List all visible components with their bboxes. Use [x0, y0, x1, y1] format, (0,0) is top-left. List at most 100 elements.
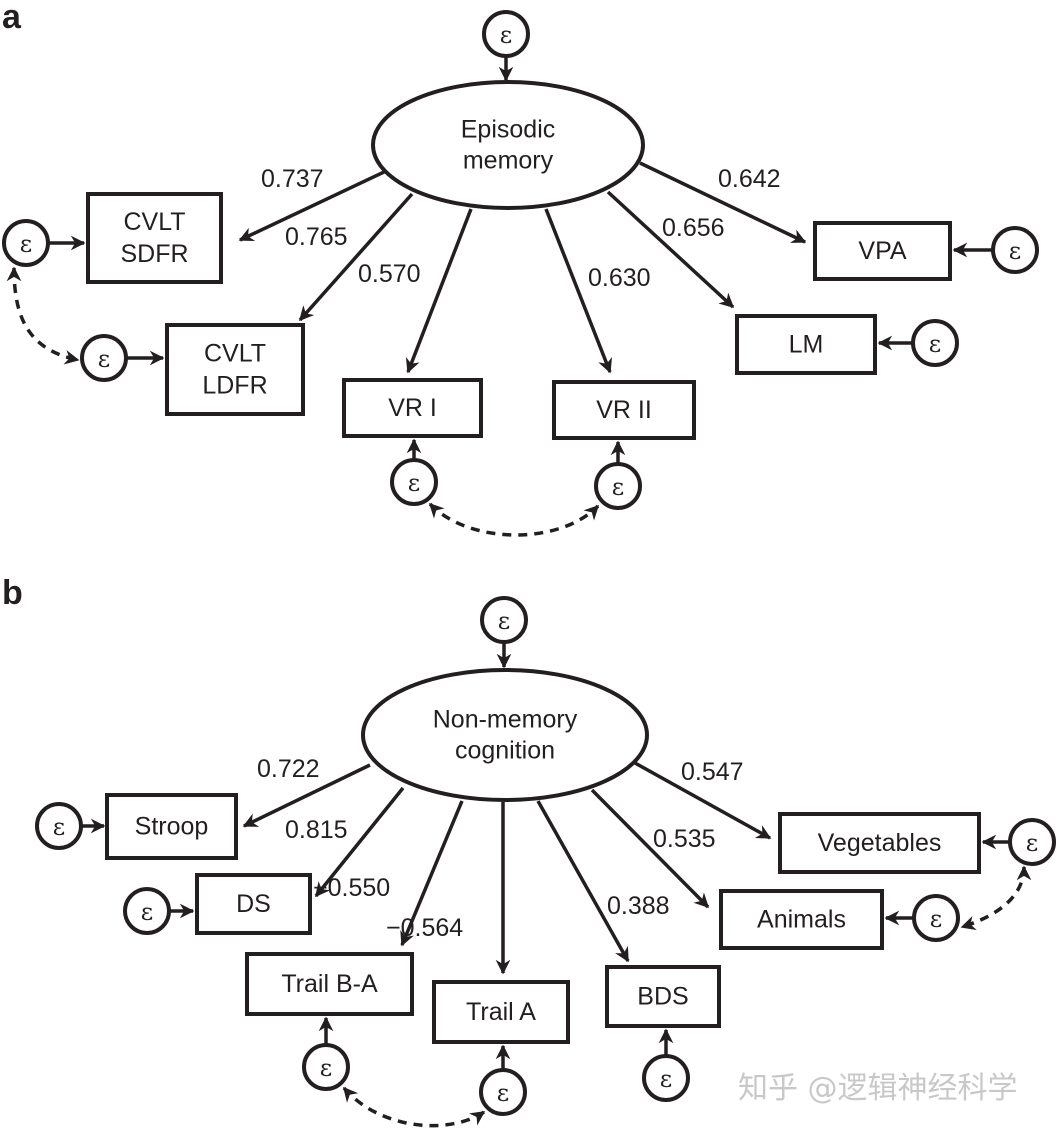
covariance-cvlt-sdfr-ldfr [6, 266, 80, 365]
loading-lm: 0.656 [662, 214, 725, 242]
error-circle [302, 1043, 350, 1091]
indicator-label: VR II [596, 396, 652, 424]
error-vr-i: ε [390, 458, 438, 506]
indicator-box [778, 812, 981, 874]
error-circle [912, 894, 960, 942]
loading-cvlt-sdfr: 0.737 [261, 165, 324, 193]
epsilon-symbol: ε [20, 230, 32, 258]
indicator-label: CVLT [123, 208, 185, 236]
path-stroop [242, 763, 371, 828]
indicator-label: SDFR [120, 240, 188, 268]
box-vpa: VPA [813, 221, 952, 281]
watermark: 知乎 @逻辑神经科学 [738, 1071, 1018, 1106]
loading-vr-i: 0.570 [358, 260, 421, 288]
error-bds: ε [642, 1054, 690, 1102]
error-circle [2, 219, 50, 267]
path-cvlt-ldfr [298, 192, 414, 322]
epsilon-symbol: ε [929, 330, 941, 358]
box-cvlt-sdfr: CVLT SDFR [86, 192, 223, 284]
loading-vr-ii: 0.630 [588, 264, 651, 292]
box-animals: Animals [719, 889, 884, 950]
loading-bds: 0.388 [607, 892, 670, 920]
covariance-vr-i-vr-ii [428, 502, 600, 537]
epsilon-symbol: ε [497, 1079, 509, 1107]
epsilon-symbol: ε [1026, 829, 1038, 857]
box-lm: LM [735, 314, 877, 375]
loading-trail-b-a: −0.550 [313, 874, 390, 902]
indicator-box [165, 323, 305, 416]
latent-label: memory [463, 147, 554, 175]
panel-label-b: b [2, 574, 23, 612]
indicator-box [342, 378, 483, 438]
indicator-box [552, 380, 696, 440]
indicator-label: BDS [637, 983, 688, 1011]
latent-ellipse [361, 668, 649, 802]
path-vr-i [405, 208, 473, 374]
epsilon-symbol: ε [612, 473, 624, 501]
error-vpa: ε [991, 226, 1039, 274]
indicator-label: Trail A [466, 998, 536, 1026]
box-vr-ii: VR II [552, 380, 696, 440]
error-circle [480, 596, 528, 644]
path-cvlt-sdfr [238, 170, 385, 242]
error-ds: ε [123, 887, 171, 935]
epsilon-symbol: ε [98, 345, 110, 373]
box-vr-i: VR I [342, 378, 483, 438]
path-vegetables [634, 761, 772, 840]
error-circle [594, 462, 642, 510]
indicator-label: Animals [757, 906, 846, 934]
box-stroop: Stroop [105, 793, 238, 860]
error-circle [35, 802, 83, 850]
indicator-box [432, 980, 570, 1044]
error-circle [123, 887, 171, 935]
box-trail-b-a: Trail B-A [245, 952, 414, 1016]
epsilon-symbol: ε [320, 1054, 332, 1082]
latent-label: Episodic [461, 116, 556, 144]
epsilon-symbol: ε [141, 898, 153, 926]
error-non-memory-cognition: ε [480, 596, 528, 644]
error-cvlt-ldfr: ε [80, 334, 128, 382]
epsilon-symbol: ε [53, 813, 65, 841]
box-trail-a: Trail A [432, 980, 570, 1044]
loading-cvlt-ldfr: 0.765 [285, 223, 348, 251]
indicator-label: Stroop [135, 813, 209, 841]
indicator-label: Trail B-A [281, 970, 378, 998]
epsilon-symbol: ε [408, 469, 420, 497]
latent-ellipse [371, 80, 645, 210]
error-circle [479, 1068, 527, 1116]
error-episodic-memory: ε [482, 10, 530, 58]
error-stroop: ε [35, 802, 83, 850]
latent-label: Non-memory [433, 706, 578, 734]
error-trail-b-a: ε [302, 1043, 350, 1091]
error-circle [642, 1054, 690, 1102]
error-vr-ii: ε [594, 462, 642, 510]
indicator-box [719, 889, 884, 950]
loading-vegetables: 0.547 [681, 758, 744, 786]
indicator-label: VPA [858, 237, 906, 265]
error-vegetables: ε [1008, 818, 1056, 866]
box-vegetables: Vegetables [778, 812, 981, 874]
latent-label: cognition [455, 737, 555, 765]
path-vr-ii [544, 208, 613, 374]
latent-non-memory-cognition: Non-memory cognition [361, 668, 649, 802]
error-circle [390, 458, 438, 506]
loading-vpa: 0.642 [718, 165, 781, 193]
error-lm: ε [911, 319, 959, 367]
covariance-animals-vegetables [960, 865, 1032, 931]
path-lm [606, 190, 735, 309]
panel-label-a: a [2, 0, 22, 36]
error-animals: ε [912, 894, 960, 942]
indicator-box [735, 314, 877, 375]
box-bds: BDS [605, 965, 721, 1028]
error-trail-a: ε [479, 1068, 527, 1116]
indicator-box [245, 952, 414, 1016]
loading-animals: 0.535 [653, 825, 716, 853]
loading-trail-a: −0.564 [386, 914, 463, 942]
error-circle [80, 334, 128, 382]
indicator-label: LM [789, 331, 824, 359]
error-cvlt-sdfr: ε [2, 219, 50, 267]
epsilon-symbol: ε [498, 607, 510, 635]
